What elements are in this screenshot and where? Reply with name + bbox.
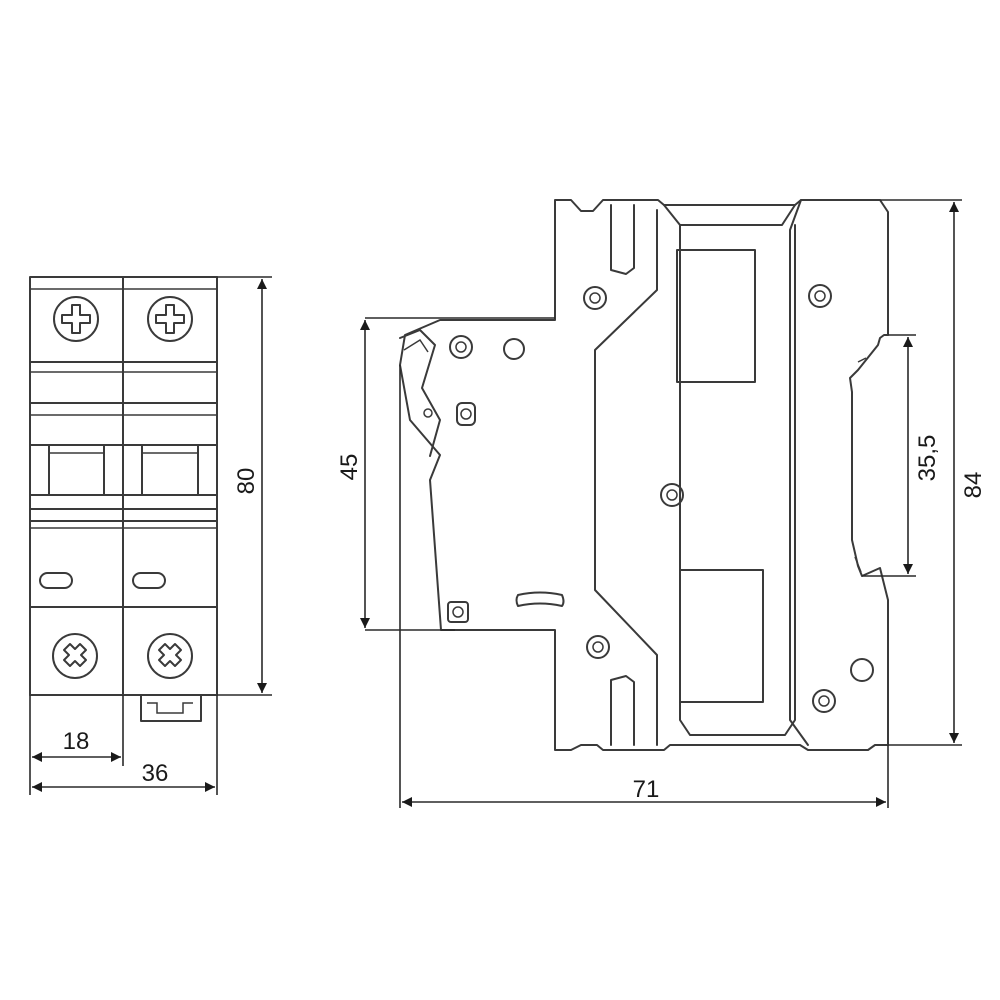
- dim-label-36: 36: [142, 760, 169, 787]
- din-clip: [140, 694, 202, 722]
- hole-icon: [850, 658, 874, 682]
- pivot-icon: [456, 402, 476, 426]
- rivet-icon: [449, 335, 473, 359]
- screw-icon: [147, 296, 193, 342]
- dim-label-18: 18: [63, 728, 90, 755]
- rivet-icon: [583, 286, 607, 310]
- dim-label-45: 45: [336, 454, 363, 481]
- rivet-icon: [660, 483, 684, 507]
- hole-icon: [423, 408, 433, 418]
- rivet-icon: [808, 284, 832, 308]
- rivet-icon: [812, 689, 836, 713]
- screw-icon: [147, 633, 193, 679]
- dim-label-80: 80: [233, 468, 260, 495]
- handle-bar: [29, 494, 218, 510]
- lower-window: [679, 569, 764, 703]
- side-view: 45 71 35,5 84: [336, 199, 987, 808]
- dim-label-71: 71: [633, 776, 660, 803]
- toggle-lever: [399, 329, 441, 457]
- dim-label-84: 84: [960, 472, 987, 499]
- slot: [515, 591, 565, 607]
- label-slot-2: [132, 572, 166, 589]
- screw-icon: [53, 296, 99, 342]
- hole-icon: [503, 338, 525, 360]
- dim-label-35-5: 35,5: [914, 435, 941, 482]
- front-view: 80 18 36: [29, 276, 272, 795]
- rivet-icon: [586, 635, 610, 659]
- side-body-outline: [399, 199, 889, 751]
- label-slot-1: [39, 572, 73, 589]
- upper-window: [676, 249, 756, 383]
- screw-icon: [52, 633, 98, 679]
- pivot-icon: [447, 601, 469, 623]
